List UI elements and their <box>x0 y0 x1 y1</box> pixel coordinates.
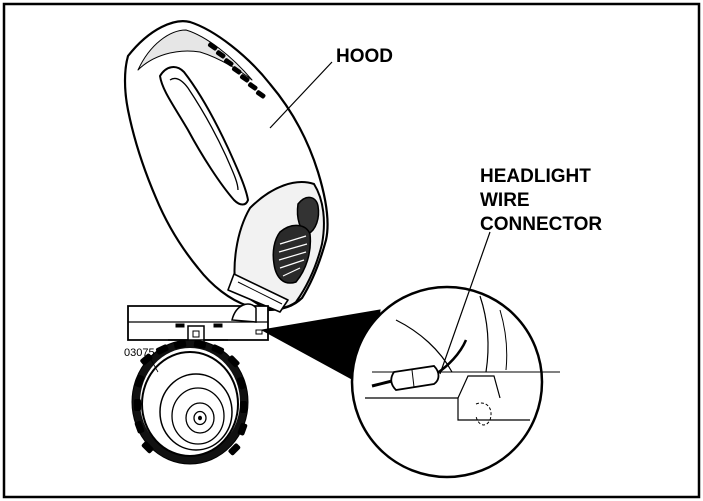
figure-number: 03075 <box>124 347 155 359</box>
hood-illustration <box>123 20 329 313</box>
hood-vent <box>159 66 249 206</box>
detail-circle <box>350 285 544 479</box>
hood-vent-inner <box>169 77 239 191</box>
chassis <box>127 303 269 345</box>
headlight-label-line2: WIRE <box>480 190 530 211</box>
hood-side-shade <box>137 29 253 81</box>
leader-lines <box>269 61 491 375</box>
hood-lower-lip <box>227 273 289 313</box>
headlight-recess <box>296 196 320 235</box>
wire-connector <box>390 365 440 391</box>
front-wheel <box>131 339 249 465</box>
headlight-label-line1: HEADLIGHT <box>480 166 591 187</box>
hood-label: HOOD <box>336 46 393 67</box>
hood-leader <box>269 61 333 129</box>
chassis-rail <box>127 305 269 341</box>
detail-callout <box>260 285 560 479</box>
hood-grille-marks <box>207 42 266 99</box>
connector-leader <box>439 231 491 375</box>
headlight-label-line3: CONNECTOR <box>480 214 602 235</box>
front-grille <box>272 224 312 284</box>
hinge-bracket <box>231 303 257 323</box>
figure-number-leader <box>149 357 159 373</box>
